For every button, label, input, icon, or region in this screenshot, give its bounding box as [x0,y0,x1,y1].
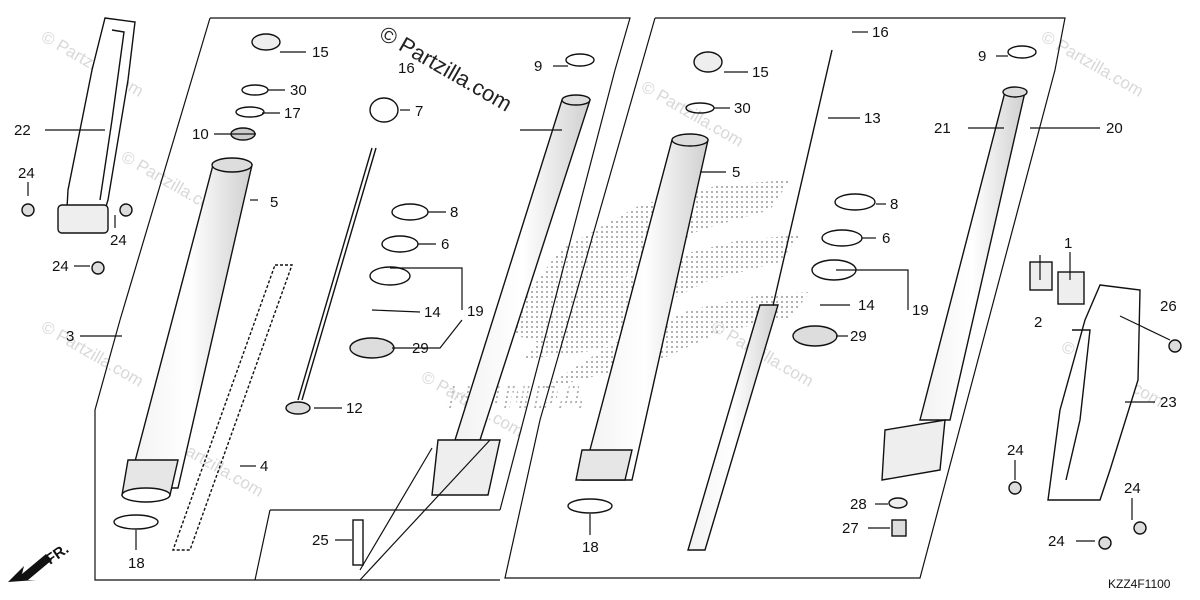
callout-18: 18 [128,555,145,572]
callout-16: 16 [398,60,415,77]
callout-24: 24 [110,232,127,249]
part-fork-guard-23 [1047,284,1141,501]
right-fork-outline [504,17,1066,579]
callout-9: 9 [534,58,542,75]
front-direction-arrow: FR. [8,540,72,582]
leader-lines [27,31,1171,581]
callout-27: 27 [842,520,859,537]
callout-6: 6 [882,230,890,247]
callout-9: 9 [978,48,986,65]
part-inner-tube-left [431,94,591,496]
callout-18: 18 [582,539,599,556]
callout-1: 1 [1064,235,1072,252]
callout-16: 16 [872,24,889,41]
part-fork-guard-22 [57,17,136,234]
brand-watermark: © Partzilla.com [376,21,517,117]
callout-6: 6 [441,236,449,253]
callout-10: 10 [192,126,209,143]
callout-24: 24 [1048,533,1065,550]
callout-12: 12 [346,400,363,417]
callout-labels: 15 30 17 10 16 7 8 6 19 14 29 5 4 12 9 2… [14,24,1177,572]
callout-8: 8 [450,204,458,221]
callout-15: 15 [312,44,329,61]
watermark-text: © Partzilla.com [38,317,147,391]
part-spring-4 [172,264,293,551]
part-inner-tube-right [881,86,1028,481]
callout-25: 25 [312,532,329,549]
callout-23: 23 [1160,394,1177,411]
callout-13: 13 [864,110,881,127]
callout-14: 14 [424,304,441,321]
callout-19: 19 [467,303,484,320]
callout-5: 5 [270,194,278,211]
part-fork-tube-left [121,157,253,503]
callout-15: 15 [752,64,769,81]
callout-7: 7 [415,103,423,120]
callout-19: 19 [912,302,929,319]
callout-26: 26 [1160,298,1177,315]
callout-24: 24 [1007,442,1024,459]
callout-24: 24 [1124,480,1141,497]
small-parts [21,33,1182,566]
diagram-code: KZZ4F1100 [1108,577,1171,591]
callout-22: 22 [14,122,31,139]
part-damper-rod-12 [285,147,377,415]
part-damper-rod-13 [687,49,833,551]
callout-24: 24 [18,165,35,182]
part-fork-tube-right [575,133,709,481]
callout-21: 21 [934,120,951,137]
callout-29: 29 [412,340,429,357]
callout-30: 30 [290,82,307,99]
callout-17: 17 [284,105,301,122]
watermark-text: © Partzilla.com [1038,27,1147,101]
callout-2: 2 [1034,314,1042,331]
callout-4: 4 [260,458,268,475]
callout-24: 24 [52,258,69,275]
callout-3: 3 [66,328,74,345]
callout-30: 30 [734,100,751,117]
callout-28: 28 [850,496,867,513]
callout-20: 20 [1106,120,1123,137]
callout-8: 8 [890,196,898,213]
callout-14: 14 [858,297,875,314]
left-fork-outline [94,17,631,581]
callout-5: 5 [732,164,740,181]
callout-29: 29 [850,328,867,345]
